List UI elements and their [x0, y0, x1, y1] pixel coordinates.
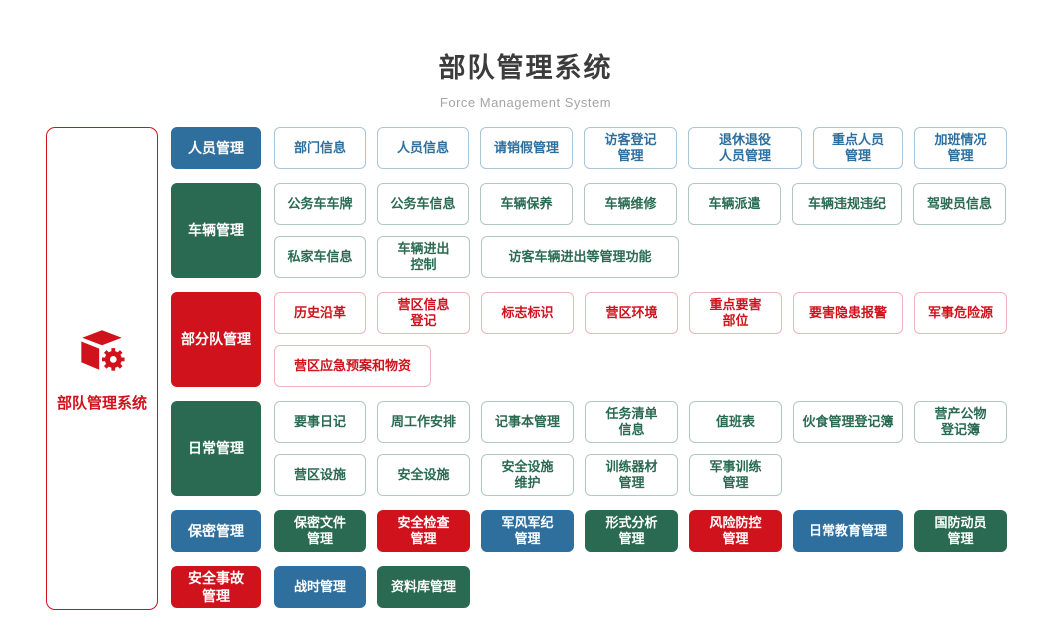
- module-item: 军事训练 管理: [689, 454, 782, 496]
- category-secrecy: 保密管理: [171, 510, 261, 552]
- module-block: 安全检查 管理: [377, 510, 470, 552]
- module-item: 加班情况 管理: [914, 127, 1007, 169]
- module-block: 国防动员 管理: [914, 510, 1007, 552]
- page-title: 部队管理系统: [438, 53, 613, 83]
- module-item: 安全设施 维护: [481, 454, 574, 496]
- category-vehicles: 车辆管理: [171, 183, 261, 278]
- section-personnel: 人员管理 部门信息 人员信息 请销假管理 访客登记 管理 退休退役 人员管理 重…: [171, 127, 1007, 169]
- category-personnel: 人员管理: [171, 127, 261, 169]
- page-header: 部队管理系统 Force Management System: [0, 0, 1051, 110]
- section-secrecy: 保密管理 保密文件 管理 安全检查 管理 军风军纪 管理 形式分析 管理 风险防…: [171, 510, 1007, 552]
- category-daily: 日常管理: [171, 401, 261, 496]
- cube-gear-icon: [71, 325, 133, 380]
- module-item: 公务车信息: [377, 183, 469, 225]
- module-item: 驾驶员信息: [913, 183, 1006, 225]
- section-vehicles: 车辆管理 公务车车牌 公务车信息 车辆保养 车辆维修 车辆派遣 车辆违规违纪 驾…: [171, 183, 1007, 278]
- diagram: 部队管理系统 人员管理 部门信息 人员信息 请销假管理 访客登记 管理 退休退役…: [46, 127, 1007, 610]
- module-rows: 人员管理 部门信息 人员信息 请销假管理 访客登记 管理 退休退役 人员管理 重…: [171, 127, 1007, 608]
- module-item: 人员信息: [377, 127, 469, 169]
- module-block: 日常教育管理: [793, 510, 903, 552]
- module-item: 退休退役 人员管理: [688, 127, 802, 169]
- section-daily: 日常管理 要事日记 周工作安排 记事本管理 任务清单 信息 值班表 伙食管理登记…: [171, 401, 1007, 496]
- module-item: 车辆保养: [480, 183, 573, 225]
- module-item: 访客登记 管理: [584, 127, 677, 169]
- module-item: 营区设施: [274, 454, 366, 496]
- section-units: 部分队管理 历史沿革 营区信息 登记 标志标识 营区环境 重点要害 部位 要害隐…: [171, 292, 1007, 387]
- module-item: 任务清单 信息: [585, 401, 678, 443]
- module-item: 访客车辆进出等管理功能: [481, 236, 679, 278]
- module-safety-accident: 安全事故 管理: [171, 566, 261, 608]
- module-item: 车辆违规违纪: [792, 183, 902, 225]
- module-item: 部门信息: [274, 127, 366, 169]
- module-item: 历史沿革: [274, 292, 366, 334]
- module-item: 要害隐患报警: [793, 292, 903, 334]
- module-block: 风险防控 管理: [689, 510, 782, 552]
- module-item: 营区应急预案和物资: [274, 345, 431, 387]
- module-block: 军风军纪 管理: [481, 510, 574, 552]
- module-block: 战时管理: [274, 566, 366, 608]
- page-subtitle: Force Management System: [439, 95, 612, 110]
- module-item: 车辆维修: [584, 183, 677, 225]
- module-item: 安全设施: [377, 454, 470, 496]
- module-item: 营区信息 登记: [377, 292, 470, 334]
- module-item: 周工作安排: [377, 401, 470, 443]
- module-item: 重点人员 管理: [813, 127, 903, 169]
- module-item: 记事本管理: [481, 401, 574, 443]
- module-item: 军事危险源: [914, 292, 1007, 334]
- module-item: 请销假管理: [480, 127, 573, 169]
- module-block: 形式分析 管理: [585, 510, 678, 552]
- module-item: 伙食管理登记簿: [793, 401, 903, 443]
- module-block: 资料库管理: [377, 566, 470, 608]
- module-item: 训练器材 管理: [585, 454, 678, 496]
- module-item: 私家车信息: [274, 236, 366, 278]
- module-item: 公务车车牌: [274, 183, 366, 225]
- module-item: 要事日记: [274, 401, 366, 443]
- section-safety: 安全事故 管理 战时管理 资料库管理: [171, 566, 1007, 608]
- module-item: 车辆进出 控制: [377, 236, 470, 278]
- module-item: 营区环境: [585, 292, 678, 334]
- module-item: 值班表: [689, 401, 782, 443]
- system-root-node: 部队管理系统: [46, 127, 158, 610]
- category-units: 部分队管理: [171, 292, 261, 387]
- module-item: 车辆派遣: [688, 183, 781, 225]
- system-root-label: 部队管理系统: [56, 394, 147, 412]
- module-item: 营产公物 登记簿: [914, 401, 1007, 443]
- module-item: 重点要害 部位: [689, 292, 782, 334]
- module-block: 保密文件 管理: [274, 510, 366, 552]
- module-item: 标志标识: [481, 292, 574, 334]
